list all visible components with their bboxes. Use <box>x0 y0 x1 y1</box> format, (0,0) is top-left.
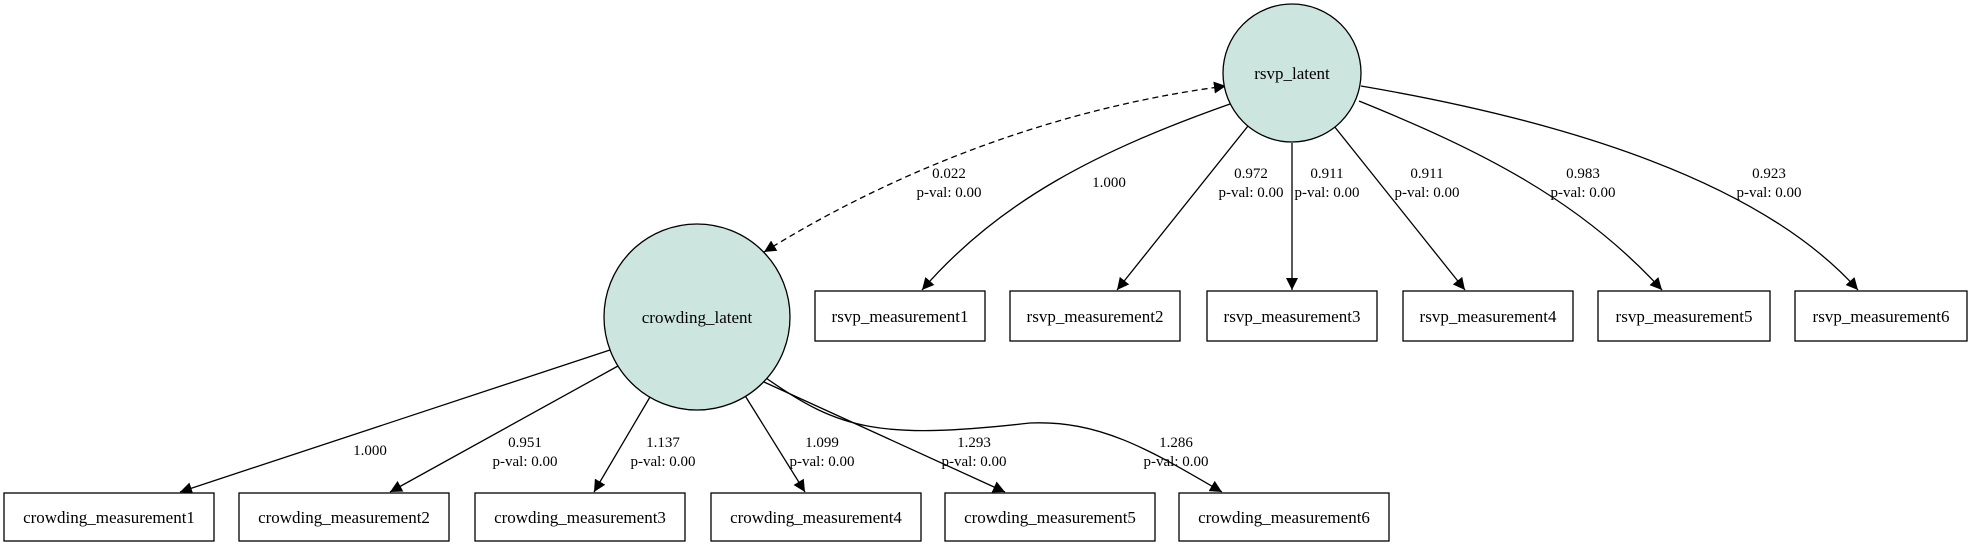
crowding-measurement-1-box <box>3 492 215 542</box>
crowding-measurement-6-node: crowding_measurement6 <box>1178 492 1390 542</box>
rsvp-measurement-5-label: rsvp_measurement5 <box>1616 307 1753 326</box>
crowding-measurement-2-node: crowding_measurement2 <box>238 492 450 542</box>
crowding-measurement-6-box <box>1178 492 1390 542</box>
crowding-pval-6: p-val: 0.00 <box>1144 454 1209 470</box>
crowding-edge-3 <box>593 396 651 493</box>
crowding-latent-circle <box>603 223 791 411</box>
rsvp-pval-4: p-val: 0.00 <box>1395 185 1460 201</box>
rsvp-measurement-6-box <box>1794 290 1968 342</box>
crowding-pval-2: p-val: 0.00 <box>493 454 558 470</box>
rsvp-measurement-1-box <box>814 290 986 342</box>
crowding-loading-5: 1.293 <box>957 435 991 451</box>
rsvp-loading-5: 0.983 <box>1566 166 1600 182</box>
rsvp-measurement-2-node: rsvp_measurement2 <box>1009 290 1181 342</box>
crowding-measurement-4-node: crowding_measurement4 <box>710 492 922 542</box>
rsvp-pval-5: p-val: 0.00 <box>1551 185 1616 201</box>
rsvp-measurement-6-node: rsvp_measurement6 <box>1794 290 1968 342</box>
rsvp-loading-2: 0.972 <box>1234 166 1268 182</box>
rsvp-pval-6: p-val: 0.00 <box>1737 185 1802 201</box>
rsvp-pval-3: p-val: 0.00 <box>1295 185 1360 201</box>
crowding-pval-4: p-val: 0.00 <box>790 454 855 470</box>
rsvp-loading-4: 0.911 <box>1410 166 1443 182</box>
crowding-loading-4: 1.099 <box>805 435 839 451</box>
rsvp-measurement-4-node: rsvp_measurement4 <box>1402 290 1574 342</box>
crowding-measurement-3-node: crowding_measurement3 <box>474 492 686 542</box>
crowding-measurement-1-node: crowding_measurement1 <box>3 492 215 542</box>
rsvp-measurement-2-label: rsvp_measurement2 <box>1027 307 1164 326</box>
rsvp-measurement-3-label: rsvp_measurement3 <box>1224 307 1361 326</box>
rsvp-measurement-6-label: rsvp_measurement6 <box>1813 307 1950 326</box>
rsvp-latent-label: rsvp_latent <box>1254 64 1330 83</box>
crowding-measurement-5-label: crowding_measurement5 <box>964 508 1136 527</box>
crowding-measurement-4-box <box>710 492 922 542</box>
rsvp-measurement-1-node: rsvp_measurement1 <box>814 290 986 342</box>
crowding-loading-6: 1.286 <box>1159 435 1193 451</box>
crowding-measurement-2-label: crowding_measurement2 <box>258 508 430 527</box>
crowding-edge-5 <box>763 381 1006 493</box>
covariance-edge <box>763 81 1227 253</box>
crowding-edge-6 <box>765 377 1223 493</box>
crowding-latent-label: crowding_latent <box>642 308 753 327</box>
crowding-pval-5: p-val: 0.00 <box>942 454 1007 470</box>
crowding-edge-1 <box>179 349 611 494</box>
rsvp-measurement-4-label: rsvp_measurement4 <box>1420 307 1557 326</box>
crowding-measurement-2-box <box>238 492 450 542</box>
covariance-pval: p-val: 0.00 <box>917 185 982 201</box>
crowding-pval-3: p-val: 0.00 <box>631 454 696 470</box>
rsvp-pval-2: p-val: 0.00 <box>1219 185 1284 201</box>
rsvp-measurement-5-box <box>1597 290 1771 342</box>
crowding-edge-4 <box>743 393 806 493</box>
rsvp-measurement-3-node: rsvp_measurement3 <box>1206 290 1378 342</box>
rsvp-measurement-5-node: rsvp_measurement5 <box>1597 290 1771 342</box>
rsvp-loading-1: 1.000 <box>1092 175 1126 191</box>
rsvp-loading-3: 0.911 <box>1310 166 1343 182</box>
rsvp-edge-2 <box>1116 125 1249 291</box>
crowding-loading-3: 1.137 <box>646 435 680 451</box>
crowding-measurement-3-label: crowding_measurement3 <box>494 508 666 527</box>
crowding-measurement-5-box <box>944 492 1156 542</box>
rsvp-latent-node: rsvp_latent <box>1222 3 1362 143</box>
rsvp-loading-6: 0.923 <box>1752 166 1786 182</box>
rsvp-edge-6 <box>1360 85 1859 291</box>
covariance-value: 0.022 <box>932 166 966 182</box>
crowding-loading-2: 0.951 <box>508 435 542 451</box>
rsvp-latent-circle <box>1222 3 1362 143</box>
rsvp-measurement-2-box <box>1009 290 1181 342</box>
crowding-edge-2 <box>389 365 619 493</box>
rsvp-measurement-1-label: rsvp_measurement1 <box>832 307 969 326</box>
rsvp-edge-5 <box>1358 100 1663 291</box>
crowding-measurement-6-label: crowding_measurement6 <box>1198 508 1370 527</box>
crowding-latent-node: crowding_latent <box>603 223 791 411</box>
crowding-loading-1: 1.000 <box>353 443 387 459</box>
rsvp-measurement-4-box <box>1402 290 1574 342</box>
crowding-measurement-5-node: crowding_measurement5 <box>944 492 1156 542</box>
crowding-measurement-1-label: crowding_measurement1 <box>23 508 195 527</box>
rsvp-edge-1 <box>921 103 1231 291</box>
rsvp-edge-4 <box>1333 125 1466 291</box>
crowding-measurement-3-box <box>474 492 686 542</box>
rsvp-measurement-3-box <box>1206 290 1378 342</box>
crowding-measurement-4-label: crowding_measurement4 <box>730 508 902 527</box>
